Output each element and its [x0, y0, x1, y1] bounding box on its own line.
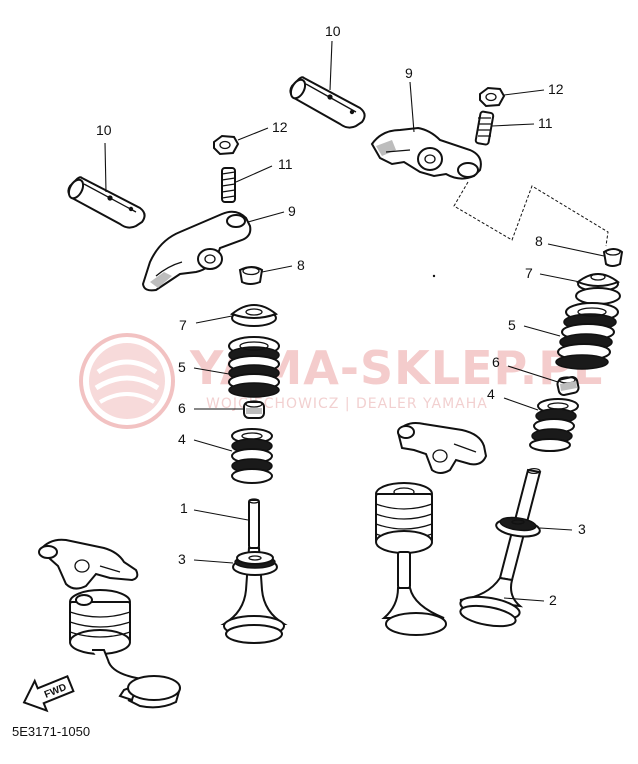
left-outer-valve-spring: [228, 336, 280, 398]
leader-left-seat: [193, 559, 234, 564]
right-valve-stem-seal: [556, 376, 580, 396]
leader-left-shaft: [104, 142, 107, 193]
leader-left-retainer: [195, 315, 233, 324]
callout-right-adjuster: 11: [538, 115, 553, 131]
leader-right-seat: [539, 527, 573, 531]
right-outer-valve-spring: [555, 302, 619, 370]
callout-left-nut: 12: [272, 119, 288, 135]
center-spring-valve-sketch: [375, 482, 447, 636]
right-spring-retainer: [575, 273, 621, 305]
callout-right-valve: 2: [549, 592, 557, 608]
callout-left-retainer: 7: [179, 317, 187, 333]
callout-right-shaft: 10: [325, 23, 341, 39]
leader-right-inner-spring: [503, 397, 539, 411]
leader-left-rocker: [247, 211, 285, 223]
right-valve-seat-washer: [495, 516, 541, 538]
left-bottom-spring-valve-sketch: [69, 589, 182, 709]
leader-right-adjuster: [491, 123, 535, 127]
callout-right-collet: 8: [535, 233, 543, 249]
callout-left-collet: 8: [297, 257, 305, 273]
fwd-direction-arrow: FWD: [22, 675, 75, 713]
leader-right-valve: [503, 597, 545, 602]
watermark-subtitle: WOJCIECHOWICZ | DEALER YAMAHA: [206, 396, 488, 412]
left-valve-collet: [238, 266, 264, 285]
watermark-logo: [79, 333, 175, 429]
leader-left-outer-spring: [193, 367, 230, 375]
callout-left-adjuster: 11: [278, 156, 293, 172]
callout-right-seat: 3: [578, 521, 586, 537]
callout-right-outer-spring: 5: [508, 317, 516, 333]
leader-right-retainer: [539, 273, 581, 283]
leader-left-valve: [193, 509, 249, 521]
diagram-code: 5E3171-1050: [12, 724, 90, 739]
leader-right-seal: [507, 365, 559, 383]
callout-right-nut: 12: [548, 81, 564, 97]
callout-left-seal: 6: [178, 400, 186, 416]
left-valve: [220, 498, 288, 644]
callout-left-shaft: 10: [96, 122, 112, 138]
leader-right-nut: [503, 89, 545, 96]
right-rocker-shaft: [289, 76, 366, 129]
callout-right-rocker: 9: [405, 65, 413, 81]
callout-left-inner-spring: 4: [178, 431, 186, 447]
right-rocker-arm: [370, 126, 482, 180]
center-rocker-sketch: [396, 422, 488, 474]
callout-left-outer-spring: 5: [178, 359, 186, 375]
callout-right-retainer: 7: [525, 265, 533, 281]
left-spring-retainer: [230, 304, 278, 327]
leader-left-inner-spring: [193, 439, 233, 452]
left-valve-stem-seal: [243, 400, 265, 419]
leader-right-outer-spring: [523, 325, 561, 337]
left-rocker-arm: [141, 210, 252, 292]
watermark: YAMA-SKLEP.PL WOJCIECHOWICZ | DEALER YAM…: [79, 333, 602, 429]
leader-left-nut: [237, 127, 269, 141]
callout-left-seat: 3: [178, 551, 186, 567]
stray-dot: [432, 274, 436, 278]
callout-right-inner-spring: 4: [487, 386, 495, 402]
leader-left-collet: [261, 265, 293, 273]
right-valve: [459, 467, 542, 628]
right-inner-valve-spring: [529, 398, 579, 452]
leader-right-shaft: [329, 40, 333, 91]
left-valve-seat-washer: [232, 551, 278, 576]
right-valve-collet: [602, 248, 624, 267]
left-adjuster-screw: [221, 167, 236, 203]
leader-left-adjuster: [235, 165, 273, 183]
callout-left-valve: 1: [180, 500, 188, 516]
left-bottom-rocker-sketch: [38, 538, 139, 590]
dashed-link: [453, 181, 609, 247]
right-adjuster-screw: [474, 110, 495, 146]
callout-left-rocker: 9: [288, 203, 296, 219]
left-locknut: [213, 134, 240, 156]
right-locknut: [479, 86, 506, 108]
leader-right-collet: [547, 243, 605, 257]
left-inner-valve-spring: [231, 428, 273, 484]
left-rocker-shaft: [67, 176, 146, 229]
callout-right-seal: 6: [492, 354, 500, 370]
leader-right-rocker: [409, 81, 415, 133]
